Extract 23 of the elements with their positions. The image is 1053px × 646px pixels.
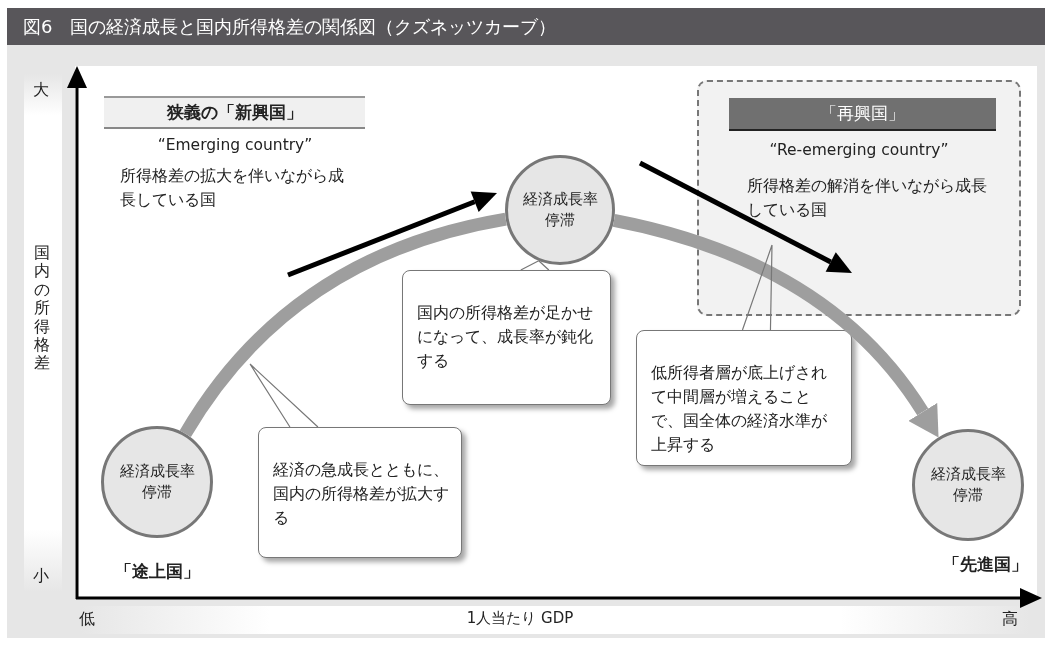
heading-band: 「再興国」 xyxy=(729,98,996,131)
title: 図6 国の経済成長と国内所得格差の関係図（クズネッツカーブ） xyxy=(23,15,557,39)
description: 所得格差の解消を伴いながら成長している国 xyxy=(747,176,987,221)
heading-band: 狭義の「新興国」 xyxy=(104,96,365,129)
axis-tick-label: 高 xyxy=(1002,609,1018,630)
callout-tail xyxy=(741,244,773,331)
country-label: 「途上国」 xyxy=(113,560,201,583)
callout-bubble: 国内の所得格差が足かせになって、成長率が鈍化する xyxy=(402,270,611,405)
country-label: 「先進国」 xyxy=(941,553,1029,576)
axis-tick-label: 低 xyxy=(79,609,95,630)
axis-title: 国内の所得格差 xyxy=(34,244,51,373)
subtitle: “Emerging country” xyxy=(156,136,314,154)
callout-tail xyxy=(249,363,319,428)
subtitle: “Re-emerging country” xyxy=(768,140,950,161)
callout-bubble: 低所得者層が底上げされて中間層が増えることで、国全体の経済水準が上昇する xyxy=(636,330,852,466)
axis-tick-label: 小 xyxy=(33,566,49,587)
callout-bubble: 経済の急成長とともに、国内の所得格差が拡大する xyxy=(258,427,462,558)
description: 所得格差の拡大を伴いながら成長している国 xyxy=(120,166,345,211)
axis-tick-label: 大 xyxy=(33,80,49,101)
axis-title: 1人当たり GDP xyxy=(465,609,575,628)
curve-arrow xyxy=(612,214,940,437)
dashed-region xyxy=(697,80,1021,316)
callout-tail xyxy=(520,260,550,271)
